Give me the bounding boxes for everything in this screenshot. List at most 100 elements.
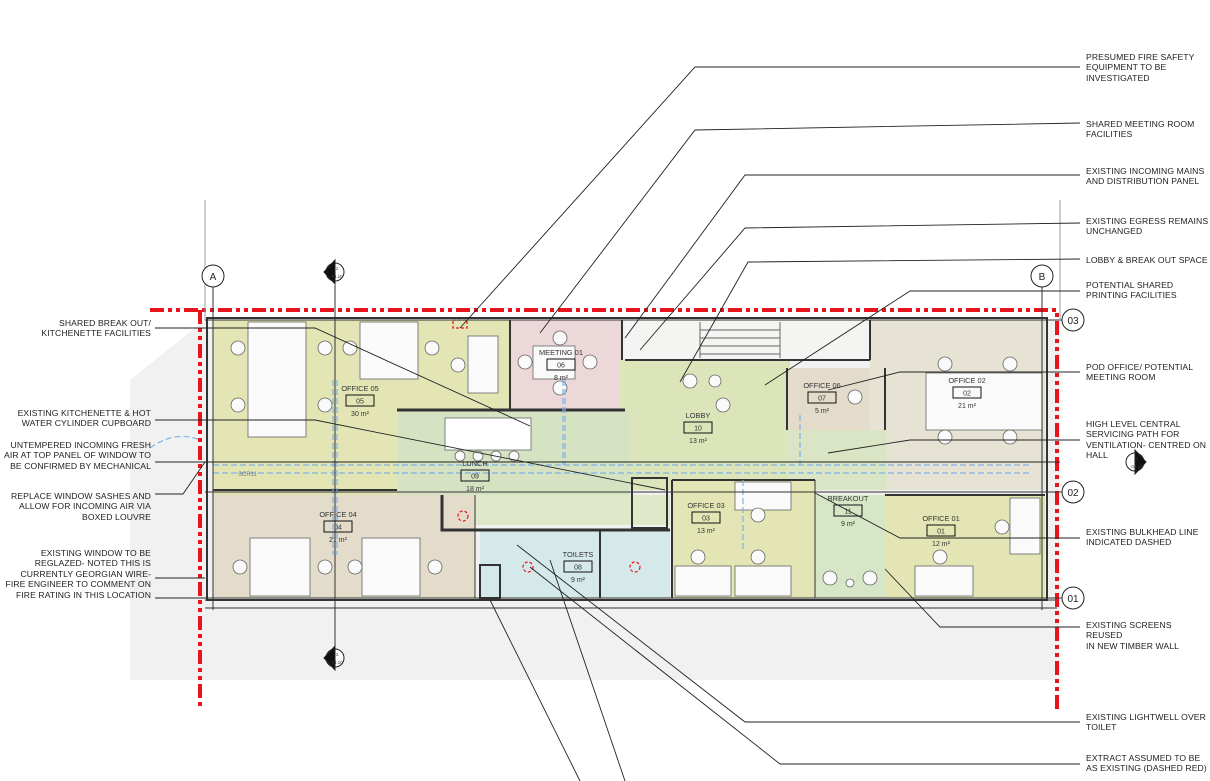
room-area: 8 m² — [554, 375, 569, 382]
annotation-lobby: LOBBY & BREAK OUT SPACE — [1086, 255, 1208, 265]
room-label-meeting-01: MEETING 01 06 8 m² — [539, 348, 583, 382]
room-name: BREAKOUT — [828, 494, 869, 503]
room-label-office-02: OFFICE 02 02 21 m² — [948, 376, 985, 410]
annotation-kitchenette: EXISTING KITCHENETTE & HOT WATER CYLINDE… — [17, 408, 151, 429]
room-label-lunch: LUNCH 09 18 m² — [460, 459, 490, 493]
room-area: 21 m² — [329, 537, 348, 544]
grid-label-b: B — [1039, 272, 1046, 283]
grid-label-02: 02 — [1067, 488, 1079, 499]
room-area: 18 m² — [466, 486, 485, 493]
room-name: OFFICE 05 — [341, 384, 378, 393]
annotation-reglazed: EXISTING WINDOW TO BE REGLAZED- NOTED TH… — [5, 548, 151, 600]
annotation-printing: POTENTIAL SHARED PRINTING FACILITIES — [1086, 280, 1177, 301]
room-tag-box — [683, 421, 713, 434]
annotation-window-sashes: REPLACE WINDOW SASHES AND ALLOW FOR INCO… — [10, 491, 151, 522]
annotation-lightwell: EXISTING LIGHTWELL OVER TOILET — [1086, 712, 1206, 733]
grid-bubble-a — [201, 264, 225, 288]
room-label-office-06: OFFICE 06 07 5 m² — [803, 381, 840, 415]
room-tag-box — [323, 520, 353, 533]
room-label-lobby: LOBBY 10 13 m² — [683, 411, 713, 445]
grid-label-01: 01 — [1067, 594, 1079, 605]
room-number: 08 — [574, 565, 582, 572]
room-number: 07 — [818, 396, 826, 403]
section-sheet: 04.10 — [331, 274, 343, 279]
room-label-office-03: OFFICE 03 03 13 m² — [687, 501, 724, 535]
room-name: MEETING 01 — [539, 348, 583, 357]
walls — [205, 317, 1057, 609]
stairs — [699, 322, 781, 358]
room-tag-box — [807, 391, 837, 404]
room-area: 9 m² — [571, 577, 586, 584]
annotation-extract: EXTRACT ASSUMED TO BE AS EXISTING (DASHE… — [1086, 753, 1207, 774]
room-name: OFFICE 04 — [319, 510, 356, 519]
room-number: 02 — [963, 391, 971, 398]
grid-bubble-02 — [1061, 480, 1085, 504]
annotation-screens: EXISTING SCREENS REUSED IN NEW TIMBER WA… — [1086, 620, 1179, 651]
screen-tag: SCR11 — [238, 472, 258, 478]
room-number: 06 — [557, 363, 565, 370]
section-number: 1 — [336, 652, 339, 657]
section-number: 1 — [336, 266, 339, 271]
room-area: 9 m² — [841, 521, 856, 528]
room-area: 13 m² — [689, 438, 708, 445]
annotation-fire-safety: PRESUMED FIRE SAFETY EQUIPMENT TO BE INV… — [1086, 52, 1195, 83]
room-name: OFFICE 02 — [948, 376, 985, 385]
room-tag-box — [345, 394, 375, 407]
grid-bubble-03 — [1061, 308, 1085, 332]
room-area: 12 m² — [932, 541, 951, 548]
grid-bubble-01 — [1061, 586, 1085, 610]
room-name: OFFICE 06 — [803, 381, 840, 390]
bulkhead-lines — [149, 380, 1030, 555]
section-sheet: 04.10 — [1131, 464, 1143, 469]
annotation-meeting-room: SHARED MEETING ROOM FACILITIES — [1086, 119, 1195, 140]
room-number: 10 — [694, 426, 702, 433]
leader-lines — [155, 66, 1081, 781]
room-label-office-01: OFFICE 01 01 12 m² — [922, 514, 959, 548]
section-markers: 1 04.10 1 04.10 2 04.10 — [331, 266, 1143, 665]
room-area: 5 m² — [815, 408, 830, 415]
room-name: OFFICE 01 — [922, 514, 959, 523]
room-tag-box — [833, 504, 863, 517]
room-tag-box — [691, 511, 721, 524]
annotation-fresh-air: UNTEMPERED INCOMING FRESH AIR AT TOP PAN… — [4, 440, 151, 471]
room-area: 21 m² — [958, 403, 977, 410]
room-area: 30 m² — [351, 411, 370, 418]
room-label-office-04: OFFICE 04 04 21 m² — [319, 510, 356, 544]
room-name: OFFICE 03 — [687, 501, 724, 510]
room-number: 09 — [471, 474, 479, 481]
grid-bubble-b — [1030, 264, 1054, 288]
room-fills — [213, 320, 1045, 598]
lobby-fill — [620, 360, 790, 490]
grid-lines — [204, 200, 1062, 650]
room-number: 03 — [702, 516, 710, 523]
room-tag-box — [952, 386, 982, 399]
annotation-pod-office: POD OFFICE/ POTENTIAL MEETING ROOM — [1086, 362, 1194, 383]
room-tag-box — [926, 524, 956, 537]
room-number: 04 — [334, 525, 342, 532]
room-name: LOBBY — [686, 411, 711, 420]
room-area: 13 m² — [697, 528, 716, 535]
room-tag-box — [563, 560, 593, 573]
annotation-shared-break-out: SHARED BREAK OUT/ KITCHENETTE FACILITIES — [41, 318, 151, 339]
room-number: 01 — [937, 529, 945, 536]
annotation-servicing: HIGH LEVEL CENTRAL SERVICING PATH FOR VE… — [1086, 419, 1207, 461]
annotation-mains: EXISTING INCOMING MAINS AND DISTRIBUTION… — [1086, 166, 1205, 187]
kitchen-fill — [475, 495, 670, 525]
grid-label-a: A — [210, 272, 217, 283]
grid-label-03: 03 — [1067, 316, 1079, 327]
annotation-bulkhead: EXISTING BULKHEAD LINE INDICATED DASHED — [1086, 527, 1199, 548]
section-number: 2 — [1136, 456, 1139, 461]
furniture — [230, 321, 1043, 597]
annotation-egress: EXISTING EGRESS REMAINS UNCHANGED — [1086, 216, 1209, 237]
grid-bubbles — [201, 258, 1147, 672]
room-name: LUNCH — [462, 459, 487, 468]
room-tag-box — [546, 358, 576, 371]
room-tag-box — [460, 469, 490, 482]
section-sheet: 04.10 — [331, 660, 343, 665]
site-boundary — [150, 308, 1059, 710]
